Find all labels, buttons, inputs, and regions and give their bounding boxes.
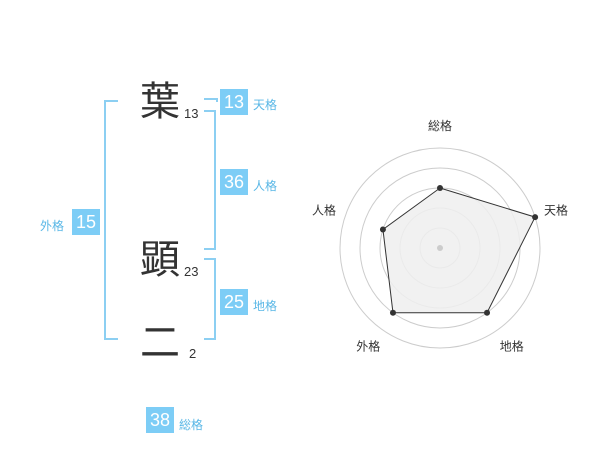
name-char-1-strokes: 13: [184, 106, 199, 121]
radar-point: [532, 214, 539, 221]
chikaku-badge: 25: [220, 289, 248, 315]
gaikaku-label: 外格: [40, 219, 65, 233]
radar-point: [379, 226, 386, 233]
gaikaku-badge: 15: [72, 209, 100, 235]
radar-axis-label: 地格: [500, 339, 524, 354]
radar-point: [484, 309, 491, 316]
name-char-2-strokes: 23: [184, 264, 199, 279]
radar-point: [437, 185, 443, 191]
radar-axis-label: 人格: [312, 202, 336, 217]
tenkaku-label: 天格: [253, 98, 278, 112]
radar-axis-label: 総格: [428, 118, 452, 133]
jinkaku-badge: 36: [220, 169, 248, 195]
radar-point: [389, 309, 396, 316]
name-char-3: 二: [140, 320, 180, 366]
radar-axis-label: 天格: [544, 202, 568, 217]
radar-axis-label: 外格: [356, 339, 380, 354]
name-char-3-strokes: 2: [189, 346, 197, 361]
gaikaku-bracket: [104, 100, 118, 340]
jinkaku-label: 人格: [253, 179, 278, 193]
tenkaku-badge: 13: [220, 89, 248, 115]
soukaku-badge: 38: [146, 407, 174, 433]
name-char-1: 葉: [140, 79, 180, 125]
chikaku-bracket: [204, 258, 216, 340]
chikaku-label: 地格: [253, 299, 278, 313]
radar-area: [382, 187, 536, 314]
radar-center-dot: [437, 245, 443, 251]
radar-grid-ring: [339, 147, 541, 349]
jinkaku-bracket: [204, 110, 216, 250]
name-char-2: 顕: [140, 237, 180, 283]
tenkaku-bracket: [204, 98, 218, 102]
soukaku-label: 総格: [179, 418, 204, 432]
